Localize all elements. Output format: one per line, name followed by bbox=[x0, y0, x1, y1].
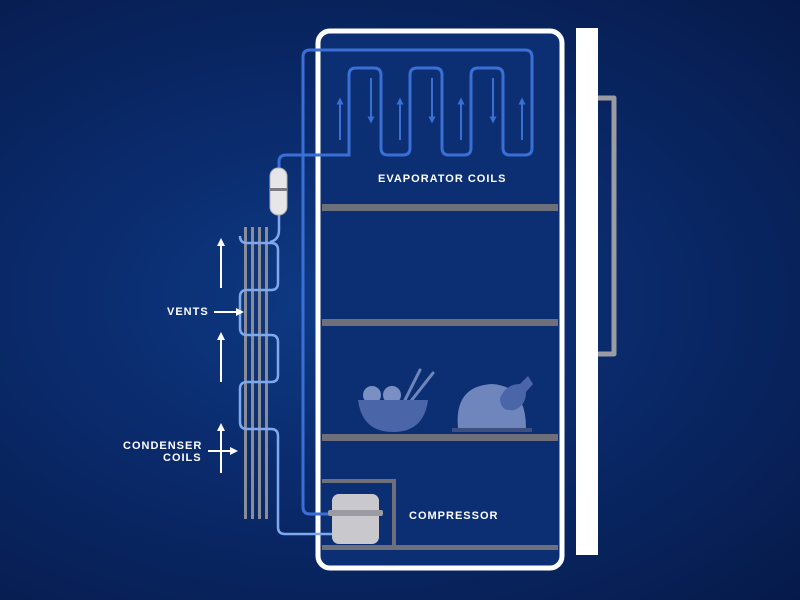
fridge-door bbox=[576, 28, 598, 555]
compressor-enclosure bbox=[322, 479, 396, 547]
compressor-label: COMPRESSOR bbox=[409, 510, 499, 522]
vents-label: VENTS bbox=[167, 306, 209, 318]
shelf-lower bbox=[322, 434, 558, 441]
condenser-rods bbox=[244, 227, 268, 519]
door-handle bbox=[598, 95, 617, 357]
food-bowl-icon bbox=[358, 368, 435, 432]
condenser-return-pipe bbox=[269, 214, 281, 244]
roast-chicken-icon bbox=[452, 376, 533, 432]
capillary-tube bbox=[277, 153, 287, 168]
condenser-coils-label-line1: CONDENSER bbox=[123, 440, 203, 452]
condenser-coil bbox=[238, 235, 334, 536]
evaporator-coil bbox=[286, 48, 534, 516]
shelf-top bbox=[322, 204, 558, 211]
shelf-middle bbox=[322, 319, 558, 326]
fridge-body bbox=[315, 28, 565, 571]
compressor-icon bbox=[328, 494, 383, 544]
evaporator-coils-label: EVAPORATOR COILS bbox=[378, 173, 507, 185]
filter-drier bbox=[269, 167, 288, 216]
condenser-coils-label-line2: COILS bbox=[163, 452, 202, 464]
shelf-bottom bbox=[322, 545, 558, 550]
